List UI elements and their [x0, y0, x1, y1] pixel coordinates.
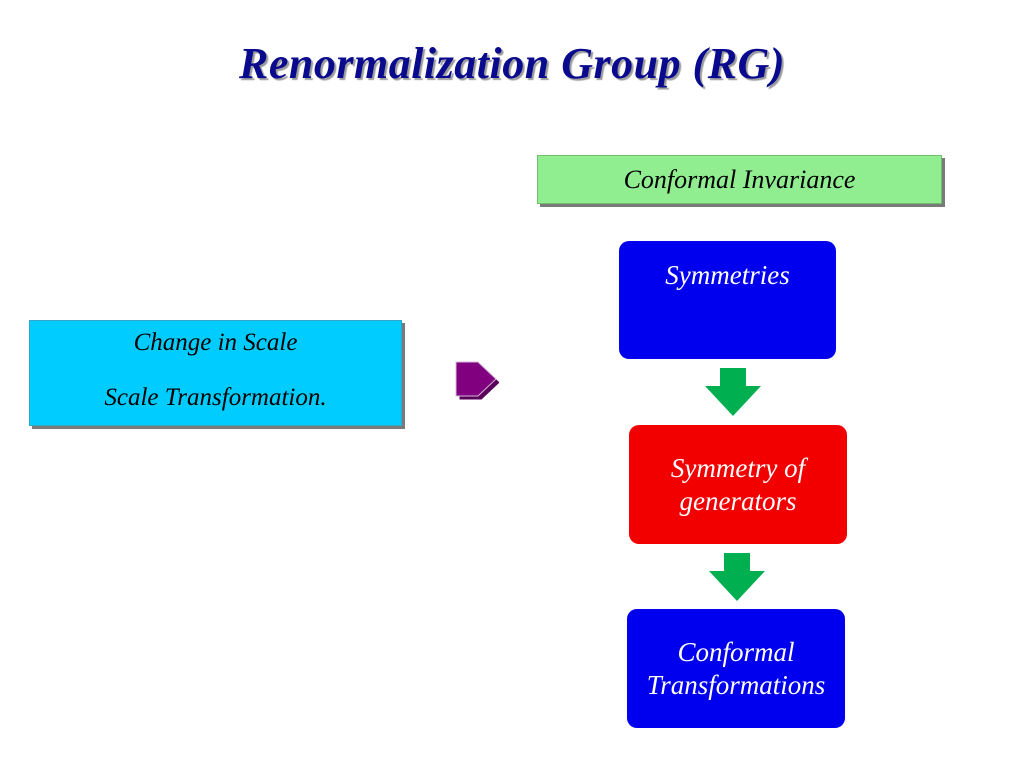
conformal-invariance-header: Conformal Invariance — [537, 155, 942, 204]
conformal-transformations-box: Conformal Transformations — [627, 609, 845, 728]
symmetry-of-generators-box: Symmetry of generators — [629, 425, 847, 544]
symmetries-box: Symmetries — [619, 241, 836, 359]
conformal-label-line-1: Conformal — [677, 636, 795, 667]
conformal-invariance-label: Conformal Invariance — [623, 164, 856, 194]
right-arrow-icon — [455, 361, 499, 400]
symmetries-label: Symmetries — [665, 260, 790, 290]
down-arrow-icon — [709, 553, 765, 601]
generators-label-line-1: Symmetry of — [670, 452, 806, 483]
scale-change-box: Change in Scale Scale Transformation. — [29, 320, 402, 426]
generators-label-line-2: generators — [679, 485, 797, 516]
down-arrow-icon — [705, 368, 761, 416]
slide-title: Renormalization Group (RG) — [239, 39, 785, 88]
scale-change-line-2: Scale Transformation. — [104, 384, 327, 411]
scale-change-line-1: Change in Scale — [133, 329, 298, 356]
conformal-label-line-2: Transformations — [646, 669, 826, 700]
